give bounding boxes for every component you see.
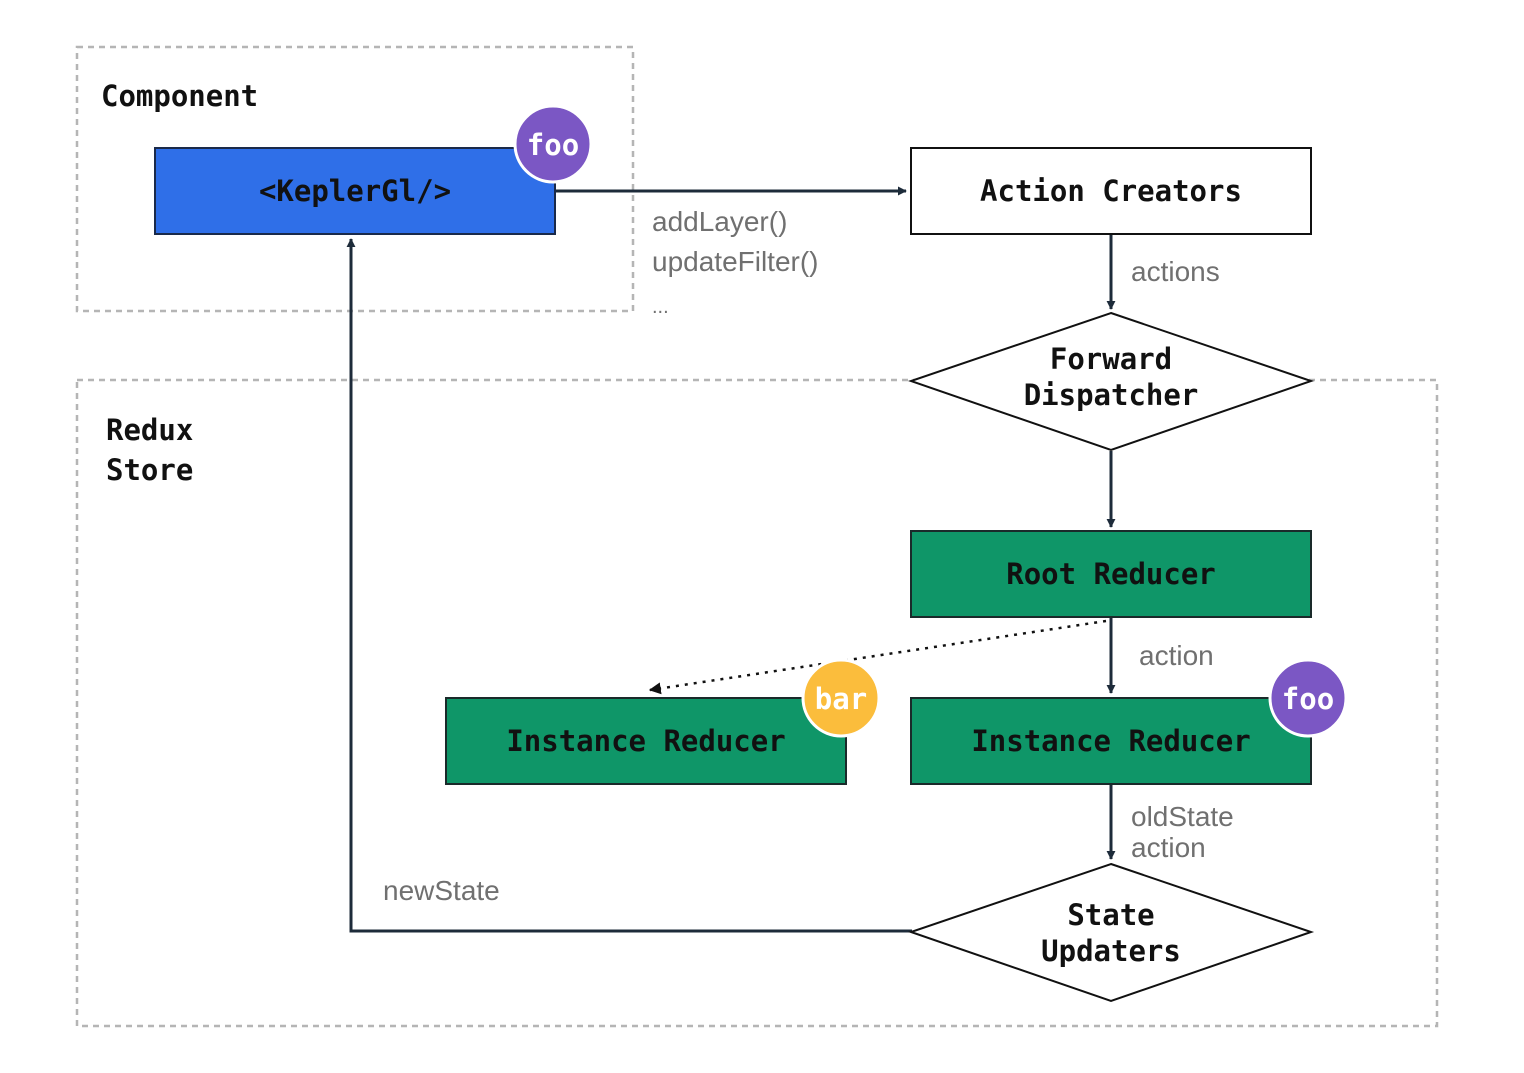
redux-store-group [75,378,1439,1028]
action-creators-node: Action Creators [910,147,1312,235]
edge-label-add-layer: addLayer() [652,206,787,237]
edge-root-to-instance-bar-dotted [648,619,1107,695]
keplergl-foo-badge: foo [513,104,593,184]
forward-dispatcher-label-line1: Forward [1050,342,1172,376]
svg-text:foo: foo [527,128,579,162]
forward-dispatcher-label-line2: Dispatcher [1024,378,1199,412]
edge-label-ellipsis: ... [652,296,669,318]
state-updaters-label-line1: State [1067,898,1154,932]
keplergl-label: <KeplerGl/> [259,174,451,208]
edge-label-new-state: newState [383,875,500,906]
instance-reducer-bar-label: Instance Reducer [506,724,785,758]
component-group [75,45,635,313]
instance-reducer-foo-node: Instance Reducer [910,697,1312,785]
edge-label-old-state: oldState [1131,801,1234,832]
redux-store-title-line1: Redux [106,413,193,447]
action-creators-label: Action Creators [980,174,1242,208]
state-updaters-label-line2: Updaters [1041,934,1181,968]
state-updaters-node: State Updaters [907,862,1315,1003]
keplergl-node: <KeplerGl/> [154,147,556,235]
component-group-title: Component [101,79,258,113]
instance-reducer-foo-label: Instance Reducer [971,724,1250,758]
svg-text:foo: foo [1282,682,1334,716]
edge-state-updaters-to-keplergl [346,238,912,933]
root-reducer-label: Root Reducer [1006,557,1216,591]
instance-reducer-foo-badge: foo [1268,658,1348,738]
root-reducer-node: Root Reducer [910,530,1312,618]
forward-dispatcher-node: Forward Dispatcher [907,311,1315,452]
edge-label-update-filter: updateFilter() [652,246,819,277]
redux-store-title-line2: Store [106,453,193,487]
instance-reducer-bar-node: Instance Reducer [445,697,847,785]
edge-label-actions: actions [1131,256,1220,287]
edge-label-old-state-action: action [1131,832,1206,863]
edge-label-action: action [1139,640,1214,671]
instance-reducer-bar-badge: bar [801,658,881,738]
svg-text:bar: bar [815,682,867,716]
